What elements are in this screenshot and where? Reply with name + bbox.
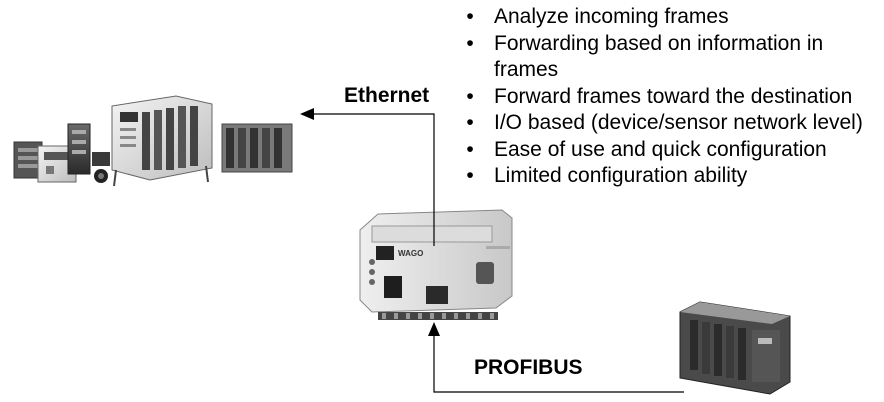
- feature-bullet-list: •Analyze incoming frames •Forwarding bas…: [462, 4, 882, 190]
- bullet-item: •Analyze incoming frames: [462, 4, 882, 31]
- bullet-dot: •: [466, 5, 474, 28]
- device-brand-text: WAGO: [398, 249, 423, 258]
- bullet-dot: •: [466, 164, 474, 187]
- pxi-chassis: [111, 95, 213, 187]
- ethernet-connection-arrow: [300, 108, 435, 246]
- io-module-small: [13, 141, 43, 179]
- bullet-item: •Ease of use and quick configuration: [462, 137, 882, 164]
- field-io-rack-image: [679, 301, 791, 395]
- bullet-item: •Limited configuration ability: [462, 163, 882, 190]
- bullet-dot: •: [466, 31, 474, 55]
- bullet-item: •Forwarding based on information in fram…: [462, 31, 882, 84]
- bullet-item: •Forward frames toward the destination: [462, 84, 882, 111]
- io-rack-modules: [221, 123, 293, 173]
- profibus-label: PROFIBUS: [474, 356, 583, 379]
- bullet-item: •I/O based (device/sensor network level): [462, 110, 882, 137]
- camera-device: [92, 152, 110, 183]
- tower-module: [67, 123, 91, 175]
- bullet-dot: •: [466, 137, 474, 161]
- bullet-dot: •: [466, 111, 474, 134]
- ethernet-label: Ethernet: [344, 84, 430, 107]
- controller-hardware-image: [13, 95, 293, 187]
- gateway-device-image: WAGO: [359, 209, 513, 320]
- profibus-connection-arrow: [428, 322, 684, 393]
- bullet-dot: •: [466, 84, 474, 108]
